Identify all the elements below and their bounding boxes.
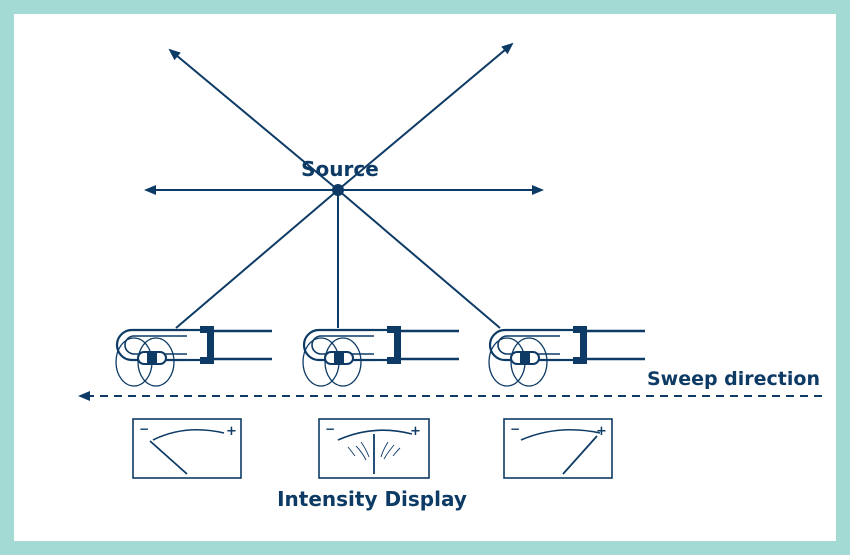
- meter-minus-sign: −: [139, 422, 149, 436]
- probe-2: [301, 324, 461, 388]
- ray-to-probe-3: [337, 189, 501, 329]
- meter-plus-sign: +: [226, 424, 237, 439]
- meter-plus-sign: +: [596, 424, 607, 439]
- ray-to-probe-1: [175, 189, 339, 329]
- sweep-direction-label: Sweep direction: [647, 368, 820, 390]
- meter-minus-sign: −: [510, 422, 520, 436]
- meter-left: − +: [132, 418, 242, 479]
- meter-center: − +: [318, 418, 430, 479]
- source-label: Source: [301, 157, 379, 181]
- meter-minus-sign: −: [325, 422, 335, 436]
- intensity-display-label: Intensity Display: [277, 487, 467, 511]
- probe-1: [114, 324, 274, 388]
- probe-3: [487, 324, 647, 388]
- ray-upper-right: [337, 42, 514, 191]
- ray-upper-left: [168, 48, 339, 191]
- meter-plus-sign: +: [410, 424, 421, 439]
- meter-right: − +: [503, 418, 613, 479]
- source-point: [332, 184, 344, 196]
